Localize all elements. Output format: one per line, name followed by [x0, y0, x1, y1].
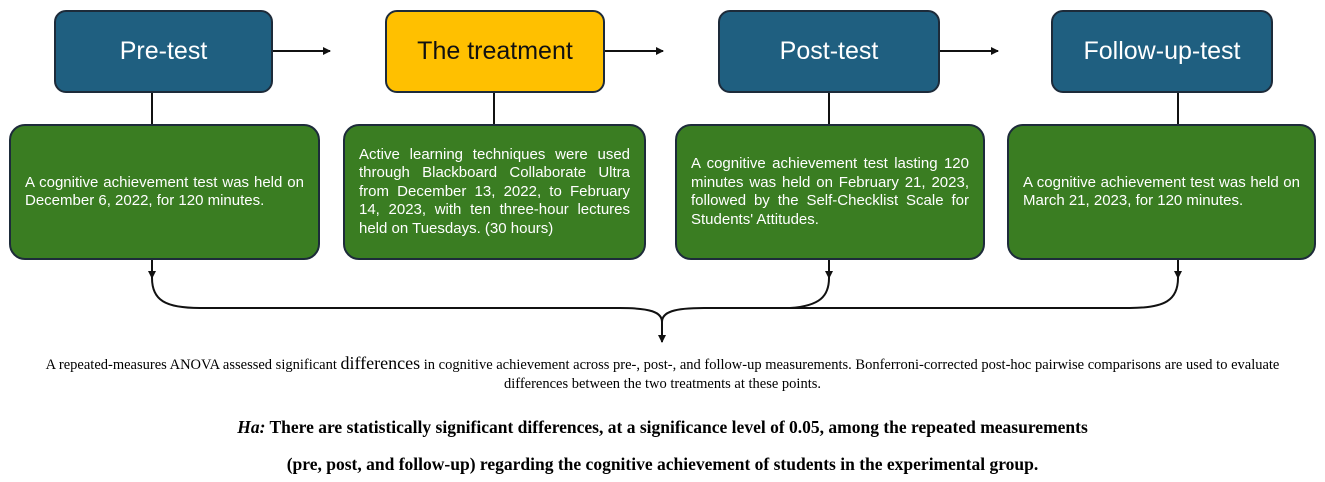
hypothesis-line-2: (pre, post, and follow-up) regarding the… — [40, 454, 1285, 475]
description-pre-test: A cognitive achievement test was held on… — [9, 124, 320, 260]
description-follow-up-test: A cognitive achievement test was held on… — [1007, 124, 1316, 260]
analysis-summary: A repeated-measures ANOVA assessed signi… — [40, 354, 1285, 394]
stage-treatment: The treatment — [385, 10, 605, 93]
hypothesis-label: Ha: — [237, 417, 266, 437]
description-pre-test-text: A cognitive achievement test was held on… — [25, 173, 304, 210]
description-treatment-text: Active learning techniques were used thr… — [359, 145, 630, 237]
description-post-test-text: A cognitive achievement test lasting 120… — [691, 155, 969, 228]
stage-post-test: Post-test — [718, 10, 940, 93]
hypothesis-text-1: There are statistically significant diff… — [265, 417, 1088, 437]
hypothesis-text-2: (pre, post, and follow-up) regarding the… — [286, 454, 1039, 474]
hypothesis-line-1: Ha: There are statistically significant … — [40, 417, 1285, 438]
summary-part2: in cognitive achievement across pre-, po… — [420, 357, 1280, 392]
stage-follow-up-test: Follow-up-test — [1051, 10, 1273, 93]
description-follow-up-test-text: A cognitive achievement test was held on… — [1023, 173, 1300, 210]
merge-brace — [151, 277, 1179, 323]
stage-pre-test: Pre-test — [54, 10, 273, 93]
description-treatment: Active learning techniques were used thr… — [343, 124, 646, 260]
description-post-test: A cognitive achievement test lasting 120… — [675, 124, 985, 260]
summary-part1: A repeated-measures ANOVA assessed signi… — [45, 357, 341, 373]
summary-emphasis: differences — [340, 353, 421, 373]
